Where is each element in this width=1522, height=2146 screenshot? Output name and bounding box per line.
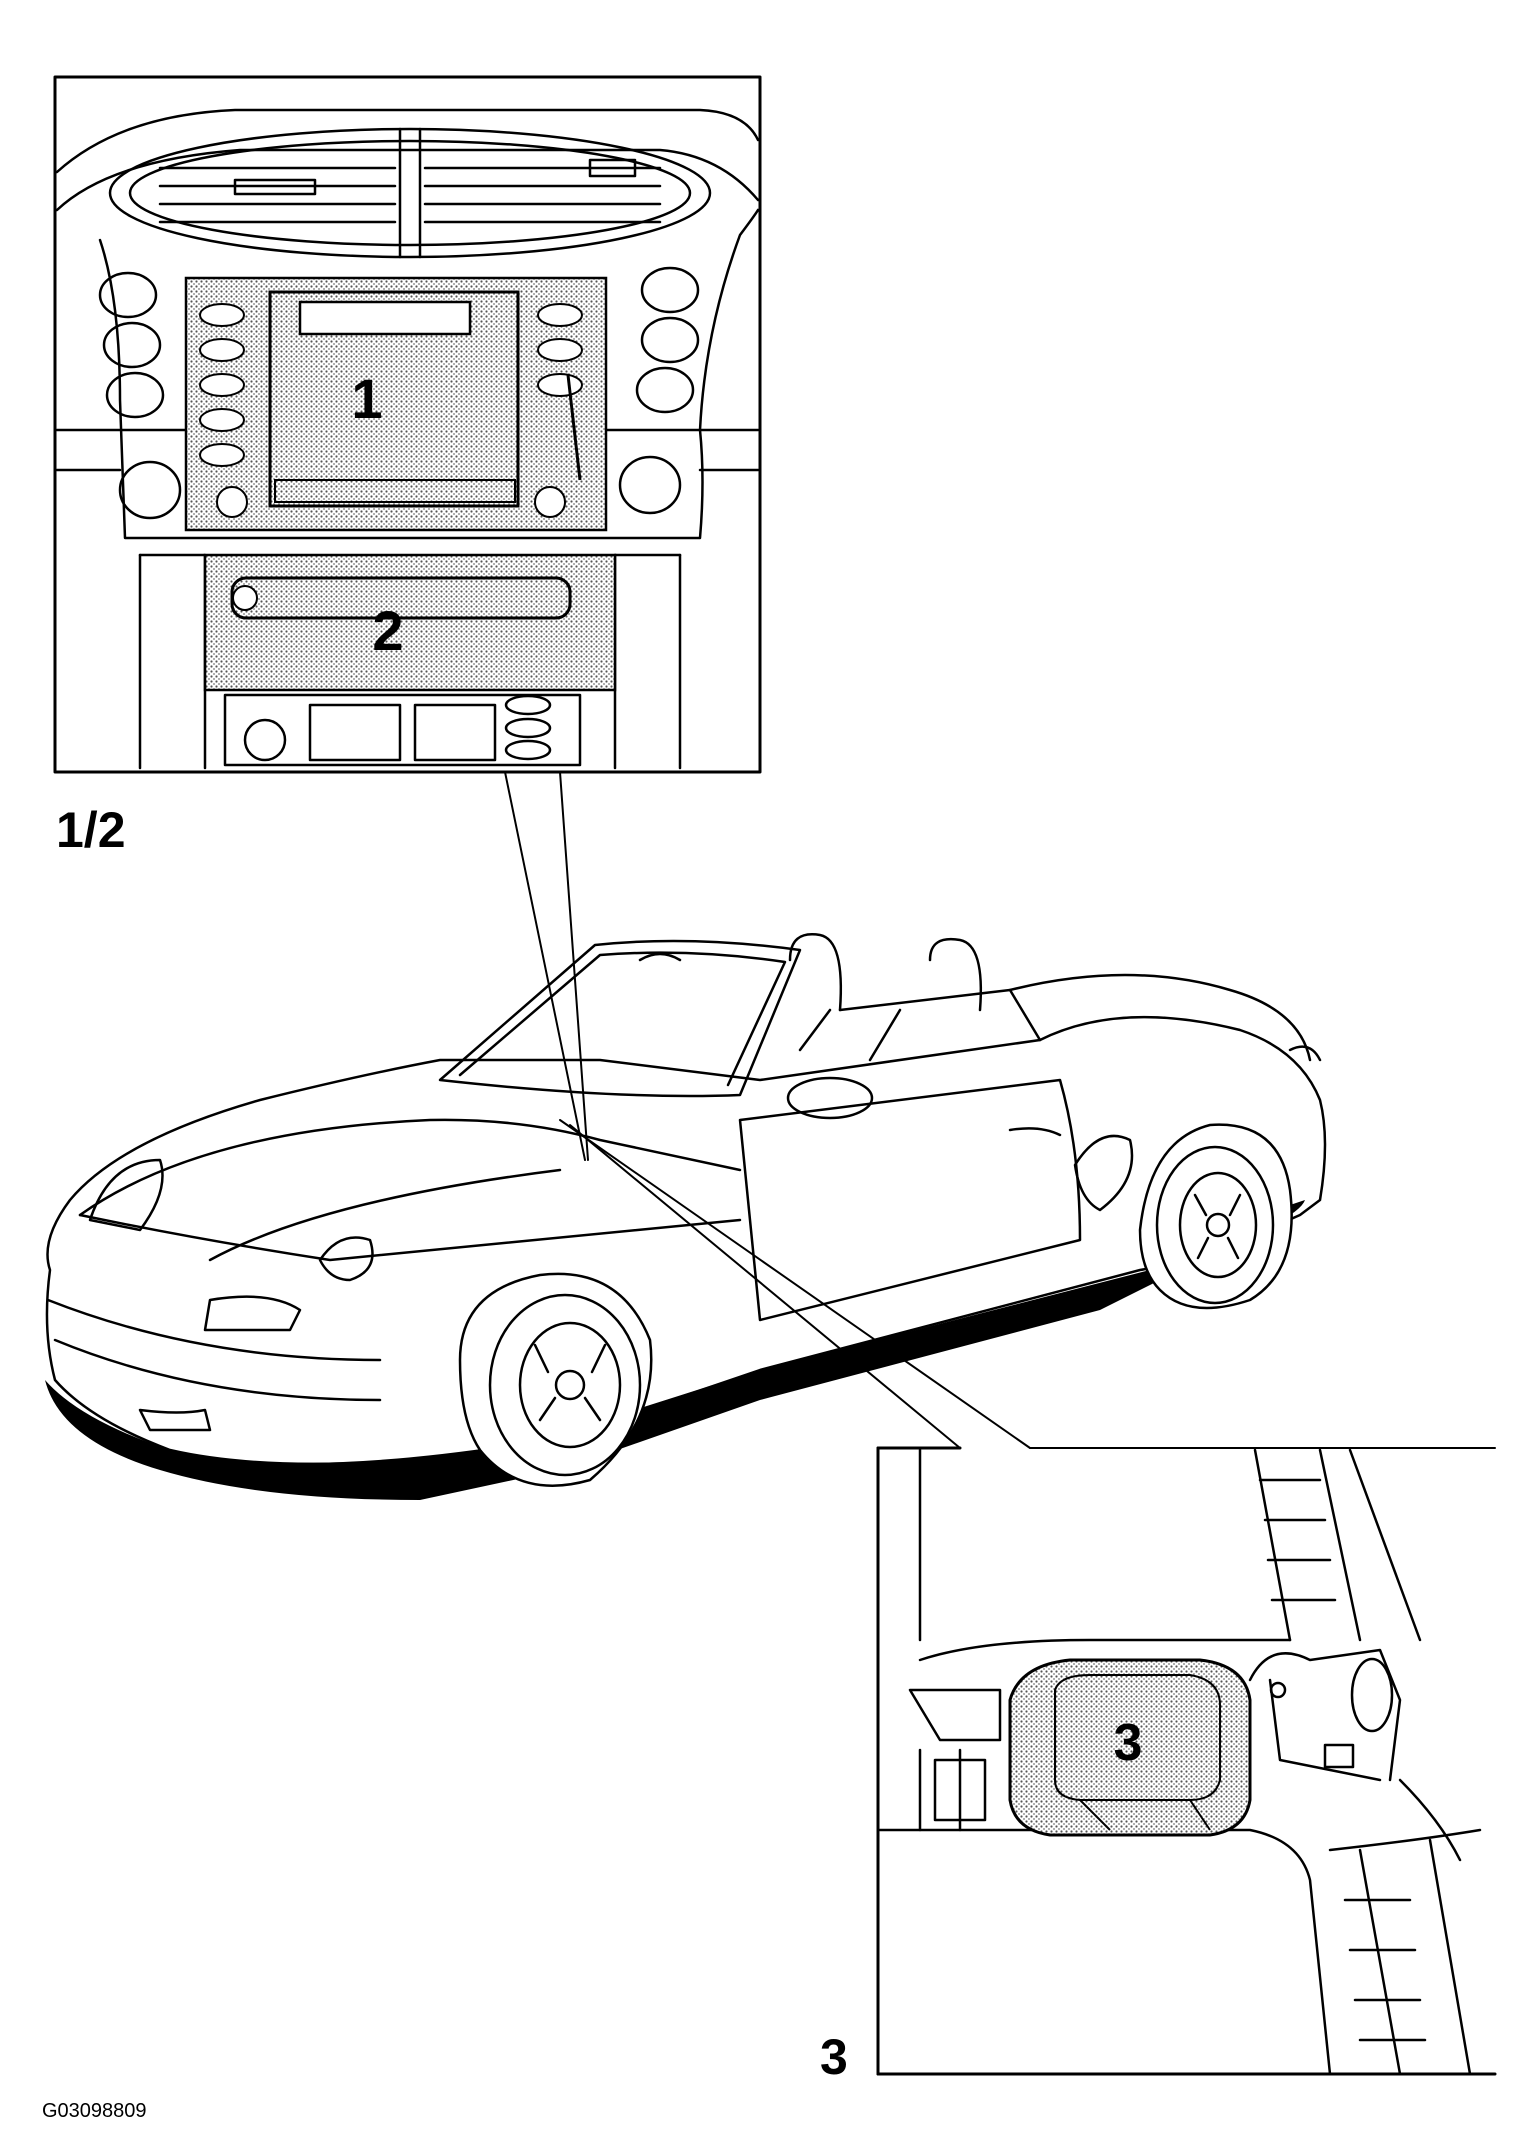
figure-id: G03098809 <box>42 2100 147 2122</box>
seat-drawing <box>878 1448 1482 2076</box>
component-2-cd-player: 2 <box>203 553 617 692</box>
callout-1: 1 <box>351 367 382 430</box>
component-3-module: 3 <box>1008 1658 1252 1837</box>
detail-frame-dashboard <box>53 75 762 774</box>
callout-3: 3 <box>1114 1714 1143 1772</box>
detail-view-seat: 3 <box>876 1446 1497 2076</box>
leader-lines-seat <box>559 1119 1496 1449</box>
callout-2: 2 <box>372 599 403 662</box>
leader-lines-dashboard <box>504 771 589 1161</box>
front-wheel <box>458 1272 653 1487</box>
component-1-radio: 1 <box>184 276 608 532</box>
car-illustration <box>45 933 1327 1500</box>
detail-frame-seat <box>876 1446 1497 2076</box>
rear-wheel <box>1138 1123 1293 1310</box>
detail-label-3: 3 <box>820 2029 848 2085</box>
detail-label-1-2: 1/2 <box>56 802 126 858</box>
detail-view-dashboard: 1 2 <box>53 75 762 774</box>
car-shadow <box>45 1200 1305 1500</box>
